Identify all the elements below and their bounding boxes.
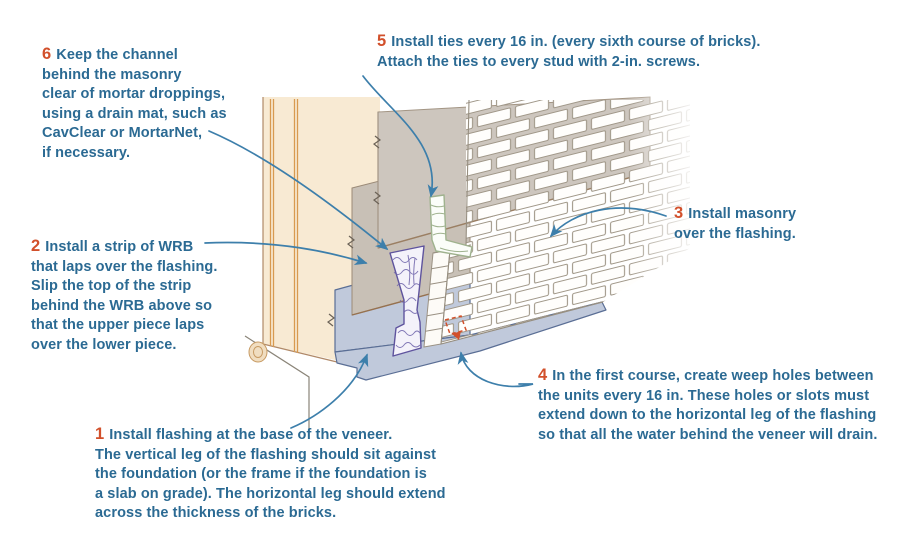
drain-mat-texture — [392, 254, 421, 348]
leader-note-2 — [204, 241, 368, 265]
leader-note-6 — [208, 130, 389, 251]
drain-mat — [389, 245, 425, 357]
note-line: CavClear or MortarNet, — [42, 125, 203, 141]
note-line: over the flashing. — [674, 225, 796, 242]
note-line: a slab on grade). The horizontal leg sho… — [95, 485, 446, 502]
stud-edge-lines — [269, 99, 299, 353]
note-line: across the thickness of the bricks. — [95, 505, 337, 521]
masonry-tie — [429, 194, 473, 258]
note-line: if necessary. — [42, 144, 131, 161]
note-number: 4 — [538, 366, 548, 384]
note-line: using a drain mat, such as — [42, 105, 227, 122]
leader-note-1 — [290, 353, 369, 429]
note-line: that the upper piece laps — [31, 317, 205, 333]
brick-fade — [628, 88, 700, 324]
leader-lines — [204, 75, 667, 429]
note-number: 3 — [674, 204, 684, 222]
note-line: behind the masonry — [42, 66, 182, 83]
note-line: clear of mortar droppings, — [42, 86, 226, 102]
tie-corrugation — [430, 204, 469, 253]
leader-note-5 — [362, 75, 439, 198]
note-line: Slip the top of the strip — [31, 278, 192, 294]
leader-note-3 — [549, 207, 667, 238]
note-number: 2 — [31, 237, 41, 255]
break-marks — [326, 135, 382, 327]
bottom-plate-wood-grain — [248, 341, 268, 363]
note-number: 6 — [42, 45, 52, 63]
note-line: over the lower piece. — [31, 336, 177, 353]
note-line: extend down to the horizontal leg of the… — [538, 407, 877, 423]
leader-note-4 — [457, 351, 534, 388]
note-number: 5 — [377, 32, 387, 50]
note-line: the units every 16 in. These holes or sl… — [538, 387, 870, 404]
note-line: behind the WRB above so — [31, 297, 213, 314]
weep-hole-marker — [444, 315, 467, 340]
note-number: 1 — [95, 425, 105, 443]
brick-end-course-lines — [425, 265, 449, 332]
note-line: Attach the ties to every stud with 2-in.… — [377, 53, 701, 70]
note-line: The vertical leg of the flashing should … — [95, 446, 437, 463]
note-line: the foundation (or the frame if the foun… — [95, 466, 427, 482]
weep-arrow-tick — [452, 331, 461, 340]
note-line: so that all the water behind the veneer … — [538, 426, 878, 443]
note-line: that laps over the flashing. — [31, 258, 218, 275]
